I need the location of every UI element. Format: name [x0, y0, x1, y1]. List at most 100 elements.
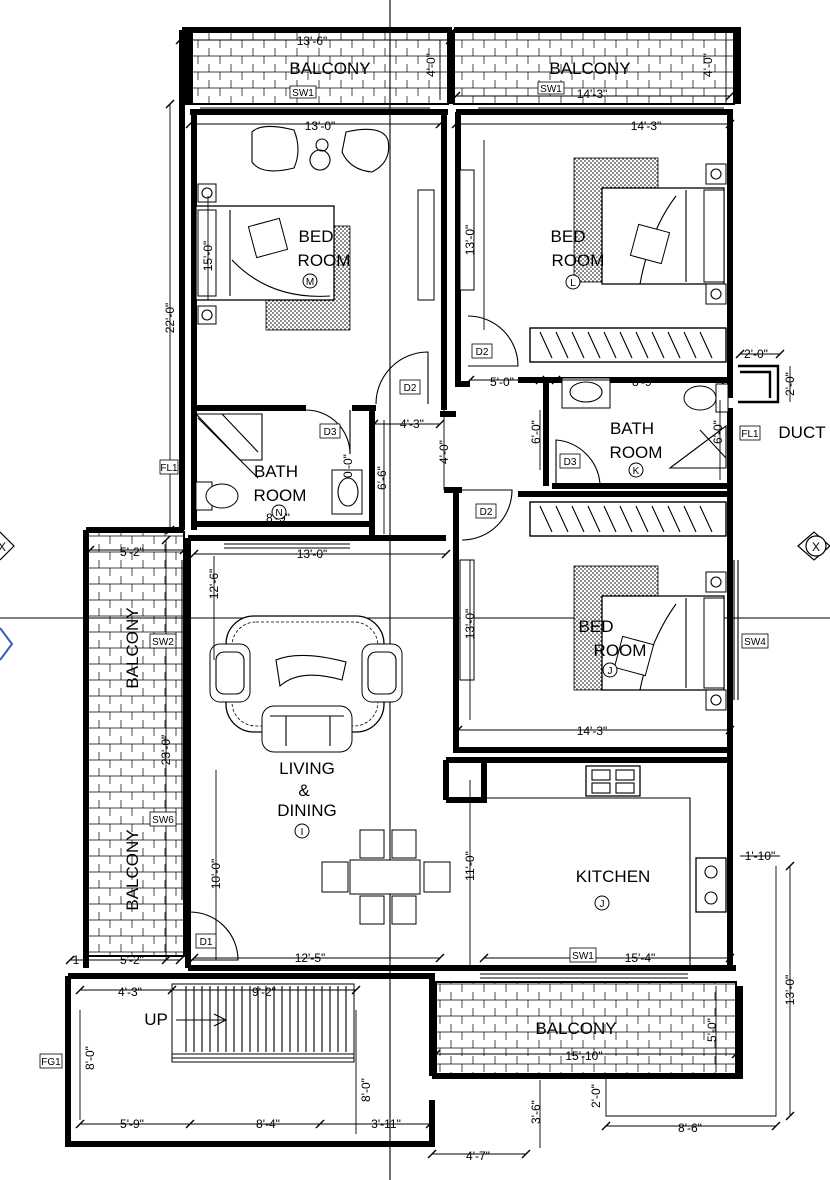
room-label-bath: ROOM — [610, 443, 663, 462]
dim-label: 11'-0" — [463, 851, 477, 881]
dimension-tick — [735, 349, 745, 359]
dim-label: 13'-0" — [783, 975, 797, 1006]
dimension-tick — [725, 91, 735, 101]
dim-label: 12'-6" — [207, 569, 221, 600]
dim-label: 2'-0" — [783, 372, 797, 396]
dimension-tick — [75, 985, 85, 995]
dimension-tick — [179, 545, 189, 555]
room-label-bedroom: BED — [299, 227, 334, 246]
dim-label: 4'-3" — [118, 985, 142, 999]
room-marker: L — [570, 278, 576, 289]
dim-label: 4'-0" — [701, 53, 715, 77]
room-label-balcony: BALCONY — [123, 829, 142, 910]
dimension-tick — [165, 99, 175, 109]
dimension-tick — [725, 119, 735, 129]
dim-label: 4'-0" — [437, 440, 451, 464]
dimension-tick — [521, 1149, 531, 1159]
door-tag: D2 — [476, 347, 489, 358]
bath-k-fixtures — [561, 377, 729, 469]
dimension-tick — [435, 419, 445, 429]
room-marker: J — [600, 899, 605, 910]
room-marker: J — [608, 666, 613, 677]
gate-tag: FG1 — [41, 1057, 61, 1068]
room-marker: K — [633, 466, 640, 477]
dim-label: 13'-0" — [463, 609, 477, 640]
door-tag: D2 — [480, 507, 493, 518]
dimension-tick — [189, 549, 199, 559]
dimension-tick — [551, 375, 561, 385]
door-tag: D3 — [324, 427, 337, 438]
bed-m — [195, 125, 390, 331]
dimension-tick — [435, 119, 445, 129]
dimension-lines — [70, 30, 791, 1155]
dim-label: 6'-0" — [711, 420, 725, 444]
dim-label: 2'-0" — [744, 347, 768, 361]
dimension-tick — [535, 375, 545, 385]
dim-label: 12'-5" — [295, 951, 326, 965]
dimension-tick — [185, 119, 195, 129]
window-tag: SW6 — [152, 815, 174, 826]
dimension-tick — [85, 545, 95, 555]
dim-label: 5'-0" — [705, 1018, 719, 1042]
section-marker-right: X — [812, 540, 820, 554]
room-marker: I — [301, 827, 304, 838]
dimension-tick — [351, 985, 361, 995]
dim-label: 3'-11" — [371, 1117, 401, 1131]
dim-label: 13'-0" — [297, 547, 328, 561]
living-furniture — [209, 615, 451, 925]
room-label-bedroom: ROOM — [298, 251, 351, 270]
windows — [181, 103, 739, 979]
room-label-bedroom: ROOM — [552, 251, 605, 270]
dim-label: 5'-2" — [120, 953, 144, 967]
window-tag: SW1 — [540, 84, 562, 95]
dimension-tick — [189, 953, 199, 963]
dimension-tick — [161, 535, 171, 545]
dimension-tick — [785, 1111, 795, 1121]
dim-label: 0'-0" — [341, 454, 355, 478]
staircase — [171, 983, 355, 1063]
dim-label: 6'-0" — [529, 420, 543, 444]
element-tags: SW1 SW1 D2 D2 D3 D3 D2 FL1 FL1 SW2 SW6 S… — [39, 81, 769, 1069]
dim-label: 10'-0" — [209, 859, 223, 890]
kitchen-fixtures — [484, 765, 727, 968]
room-label-balcony: BALCONY — [289, 59, 370, 78]
dim-label: 14'-3" — [577, 724, 608, 738]
dim-label: 23'-0" — [159, 735, 173, 766]
room-label-bedroom: BED — [551, 227, 586, 246]
dimension-tick — [369, 419, 379, 429]
bed-j — [573, 565, 727, 711]
dimension-tick — [185, 1119, 195, 1129]
dimension-tick — [167, 985, 177, 995]
dimension-tick — [65, 955, 75, 965]
dim-label: 13'-6" — [297, 34, 328, 48]
dimension-tick — [441, 549, 451, 559]
dimension-tick — [431, 1049, 441, 1059]
wardrobes — [417, 169, 727, 681]
dim-label: 8'-0" — [83, 1046, 97, 1070]
dim-label: 9'-2" — [252, 985, 276, 999]
dimension-tick — [453, 725, 463, 735]
dimension-tick — [165, 525, 175, 535]
window-tag: SW1 — [572, 951, 594, 962]
dimension-tick — [75, 1119, 85, 1129]
dimension-tick — [601, 1121, 611, 1131]
dim-label: 15'-0" — [201, 241, 215, 272]
dim-label: 8'-0" — [359, 1078, 373, 1102]
dim-label: 14'-3" — [631, 119, 662, 133]
dimension-tick — [725, 953, 735, 963]
dimension-tick — [465, 375, 475, 385]
stair-up-label: UP — [144, 1010, 168, 1029]
dim-label: 5'-0" — [490, 375, 514, 389]
room-label-bedroom: BED — [579, 617, 614, 636]
dim-label: 22'-0" — [163, 303, 177, 334]
dim-label: 5'-9" — [120, 1117, 144, 1131]
room-label-living: & — [298, 781, 310, 800]
room-label-balcony: BALCONY — [549, 59, 630, 78]
walls — [65, 27, 780, 1147]
room-label-bedroom: ROOM — [594, 641, 647, 660]
dim-label: 2'-0" — [589, 1084, 603, 1108]
dimension-tick — [161, 955, 171, 965]
dimension-tick — [425, 1119, 435, 1129]
room-label-bath: BATH — [610, 419, 654, 438]
